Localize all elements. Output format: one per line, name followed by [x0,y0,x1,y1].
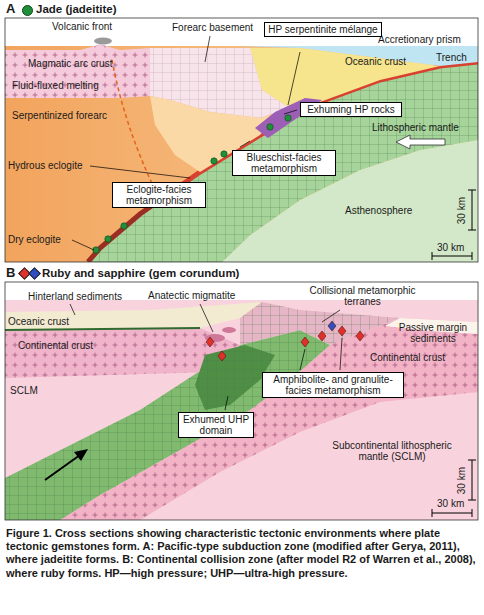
ruby-diamond [301,337,309,347]
ruby-diamond [318,331,326,341]
collisional-terranes [240,302,400,345]
leader-line [340,338,342,370]
scale-label: 30 km [437,242,464,253]
layer-label: Forearc basement [172,22,253,33]
figure-caption: Figure 1. Cross sections showing charact… [6,527,478,580]
jade-dot [105,236,111,242]
jade-dot [211,158,217,164]
layer-label: Collisional metamorphic terranes [300,285,425,307]
legend-text: Jade (jadeitite) [36,3,117,16]
panel-frame [5,282,478,520]
leader-line [225,396,228,410]
layer-label: Subcontinental lithospheric mantle (SCLM… [322,440,462,462]
panel-a-section [5,38,478,263]
sapphire-diamond [328,321,336,331]
motion-arrowhead [74,449,88,461]
volcanic-plume [94,38,112,45]
layer-label: Oceanic crust [8,316,69,327]
scale-label: 30 km [437,498,464,509]
legend-text: Ruby and sapphire (gem corundum) [42,267,239,280]
label-box: Blueschist-facies metamorphism [232,150,336,176]
layer-label: Asthenosphere [345,205,412,216]
legend-swatch [22,5,33,16]
layer-label: Oceanic crust [345,56,406,67]
oceanic-crust-line [5,328,200,330]
label-box: Exhuming HP rocks [300,102,402,117]
leader-line [284,110,297,114]
layer-label: SCLM [10,385,38,396]
jade-dots [93,115,291,253]
plate-motion-arrow [396,135,445,149]
layer-label: Dry eclogite [8,234,61,245]
layer-label: Trench [436,52,467,63]
scale-bar [432,460,476,517]
label-box: Exhumed UHP domain [178,412,254,438]
layer-label: Lithospheric mantle [372,122,459,133]
sclm-background [5,300,478,520]
ruby-diamond [356,331,364,341]
panel-b-section [5,300,478,520]
melt-path [112,60,160,200]
dry-eclogite-band [88,200,160,262]
box-text: Amphibolite- and granulite-facies metamo… [266,374,400,396]
panel-frame [5,18,478,262]
layer-label: Volcanic front [52,21,112,32]
scale-label: 30 km [456,196,467,223]
box-text: Exhumed UHP domain [182,414,250,436]
label-box: HP serpentinite mélange [264,22,382,37]
hinterland-sediments [5,302,270,330]
ruby-diamond [206,337,214,347]
label-box: Amphibolite- and granulite-facies metamo… [262,372,404,398]
box-text: HP serpentinite mélange [268,24,378,35]
leader-line [70,304,75,315]
arc-crust [5,44,150,98]
terranes-grid [240,302,400,345]
corundum-diamonds [206,321,364,361]
ruby-diamond [218,351,226,361]
leader-line [200,304,213,332]
panel-letter: A [6,2,15,17]
layer-label: Magmatic arc crust [28,58,112,69]
legend-diamond [28,267,41,280]
box-text: Eclogite-facies metamorphism [116,184,202,206]
label-box: Eclogite-facies metamorphism [112,182,206,208]
ruby-diamond [338,326,346,336]
leader-line [205,36,210,62]
box-text: Exhuming HP rocks [304,104,398,115]
leader-line [322,310,340,322]
leader-line [288,52,300,105]
layer-label: Accretionary prism [378,34,461,45]
box-text: Blueschist-facies metamorphism [236,152,332,174]
arc-crust-pattern [5,44,150,98]
motion-arrow [45,455,80,480]
leader-line [240,141,250,147]
layer-label: Hydrous eclogite [8,160,82,171]
leader-line [300,349,305,370]
jade-dot [267,124,273,130]
layer-label: Fluid-fluxed melting [12,80,99,91]
scale-label: 30 km [456,466,467,493]
accretionary-prism [250,48,440,108]
scale-bar [432,190,476,260]
jade-dot [221,151,227,157]
jade-dot [285,115,291,121]
layer-label: Serpentinized forearc [12,110,107,121]
layer-label: Anatectic migmatite [148,290,235,301]
migmatite-blob [222,327,236,333]
layer-label: Passive margin sediments [395,322,471,344]
leader-line [72,240,94,250]
layer-label: Continental crust [370,352,445,363]
leader-line [90,166,190,178]
panel-letter: B [6,266,15,281]
layer-label: Continental crust [18,340,93,351]
layer-label: Hinterland sediments [28,291,122,302]
jade-dot [121,223,127,229]
